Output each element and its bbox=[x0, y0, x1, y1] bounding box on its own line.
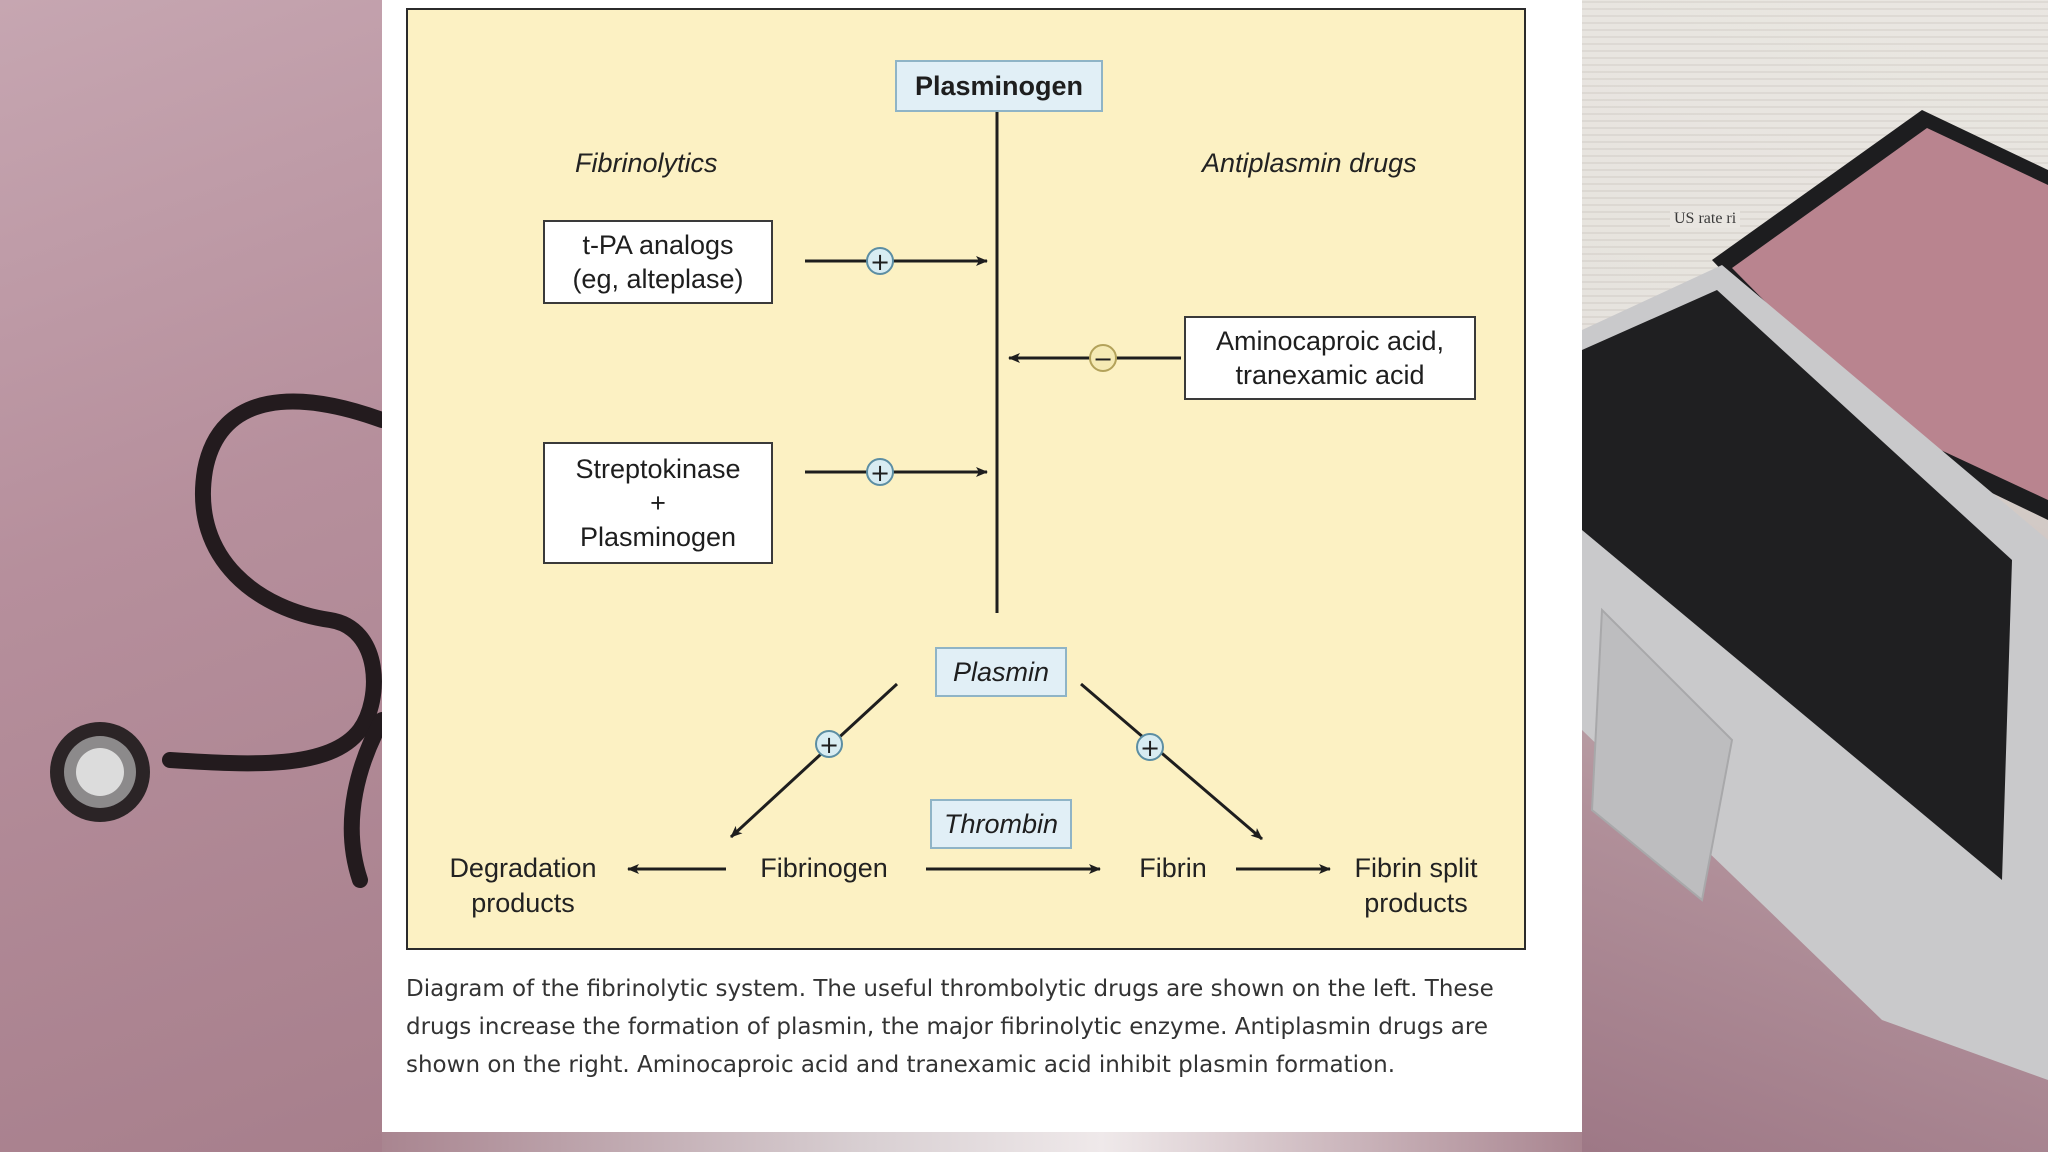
plasminogen-node: Plasminogen bbox=[895, 60, 1103, 112]
thrombin-node: Thrombin bbox=[930, 799, 1072, 849]
laptop-icon bbox=[1582, 110, 2048, 1080]
streptokinase-line2: + bbox=[650, 488, 666, 518]
background-desk-right: US rate ri bbox=[1582, 0, 2048, 1152]
svg-text:+: + bbox=[870, 459, 890, 487]
plus-symbol-icon: + bbox=[815, 730, 843, 759]
background-desk-bottom bbox=[382, 1132, 1582, 1152]
streptokinase-box: Streptokinase + Plasminogen bbox=[543, 442, 773, 564]
tpa-line2: (eg, alteplase) bbox=[572, 264, 744, 294]
article-card: + + − + + Plasminogen Fibrinolytics bbox=[382, 0, 1582, 1132]
fibrin-split-line1: Fibrin split bbox=[1354, 853, 1478, 883]
figure-caption: Diagram of the fibrinolytic system. The … bbox=[406, 976, 1494, 1078]
antiplasmin-line1: Aminocaproic acid, bbox=[1215, 326, 1445, 356]
streptokinase-line1: Streptokinase bbox=[575, 454, 741, 484]
plasmin-to-fibrinogen-arrow bbox=[729, 682, 899, 839]
fibrinolytics-heading: Fibrinolytics bbox=[575, 148, 718, 178]
fibrin-split-products-label: Fibrin split products bbox=[1326, 851, 1506, 921]
svg-text:+: + bbox=[1140, 734, 1160, 762]
tpa-line1: t-PA analogs bbox=[582, 230, 734, 260]
plasmin-to-fibrin-arrow bbox=[1080, 682, 1263, 841]
minus-symbol-icon: − bbox=[1089, 344, 1117, 373]
svg-text:+: + bbox=[870, 248, 890, 276]
degradation-line2: products bbox=[471, 888, 575, 918]
plasmin-label: Plasmin bbox=[952, 657, 1050, 687]
tpa-analogs-box: t-PA analogs (eg, alteplase) bbox=[543, 220, 773, 304]
fibrinolytic-diagram: + + − + + Plasminogen Fibrinolytics bbox=[406, 8, 1526, 950]
plus-symbol-icon: + bbox=[1136, 733, 1164, 762]
plasmin-node: Plasmin bbox=[935, 647, 1067, 697]
thrombin-label: Thrombin bbox=[943, 809, 1059, 839]
background-desk-left bbox=[0, 0, 382, 1152]
stethoscope-icon bbox=[50, 393, 382, 888]
antiplasmin-drugs-box: Aminocaproic acid, tranexamic acid bbox=[1184, 316, 1476, 400]
antiplasmin-heading: Antiplasmin drugs bbox=[1202, 148, 1417, 178]
plus-symbol-icon: + bbox=[866, 458, 894, 487]
plasminogen-label: Plasminogen bbox=[914, 71, 1084, 101]
newspaper-headline: US rate ri bbox=[1670, 210, 1741, 228]
diagram-connectors: + + − + + bbox=[627, 112, 1331, 874]
plus-symbol-icon: + bbox=[866, 247, 894, 276]
fibrin-label: Fibrin bbox=[1139, 853, 1207, 883]
fibrin-split-line2: products bbox=[1364, 888, 1468, 918]
fibrinogen-label: Fibrinogen bbox=[760, 853, 888, 883]
degradation-products-label: Degradation products bbox=[443, 851, 603, 921]
svg-text:−: − bbox=[1093, 345, 1113, 373]
svg-text:+: + bbox=[819, 731, 839, 759]
antiplasmin-line2: tranexamic acid bbox=[1235, 360, 1425, 390]
streptokinase-line3: Plasminogen bbox=[579, 522, 737, 552]
degradation-line1: Degradation bbox=[449, 853, 597, 883]
